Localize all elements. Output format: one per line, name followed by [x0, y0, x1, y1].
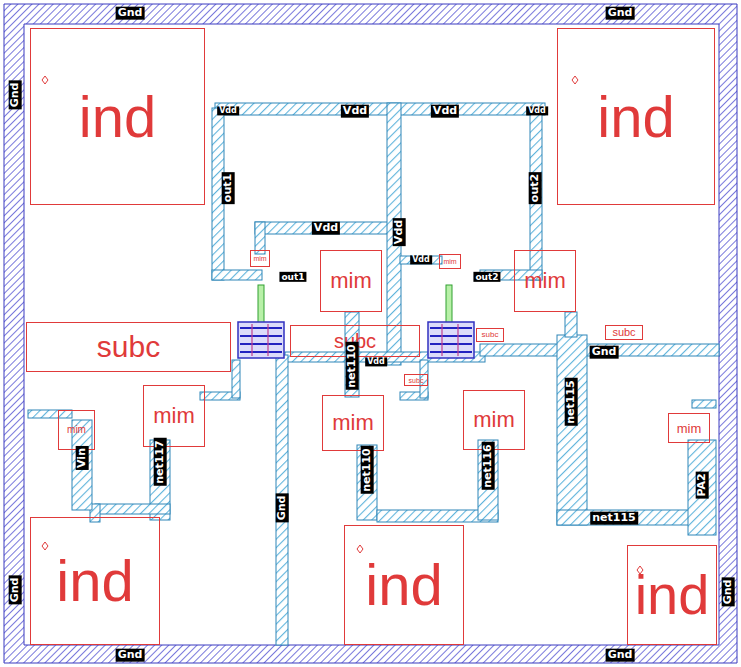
capacitor-box: mim: [514, 250, 576, 312]
component-label: mim: [524, 270, 566, 292]
capacitor-box: mim: [322, 395, 384, 451]
pin-label: Gnd: [606, 7, 635, 20]
metal-wire: [688, 440, 716, 535]
metal-wire: [357, 445, 377, 520]
component-label: ind: [56, 552, 133, 610]
capacitor-box: mim: [58, 410, 95, 450]
pin-label: Gnd: [116, 7, 145, 20]
component-label: mim: [443, 258, 456, 265]
pin-label: Gnd: [9, 81, 22, 110]
capacitor-box: mim: [320, 250, 382, 312]
metal-wire: [692, 400, 716, 408]
capacitor-box: mim: [439, 254, 461, 269]
pin-label: Gnd: [606, 649, 635, 662]
inductor-box: ind: [557, 28, 715, 205]
pin-label: net116: [482, 442, 495, 490]
pin-label: Vdd: [431, 105, 459, 118]
metal-wire: [557, 510, 702, 525]
metal-wire: [478, 440, 498, 520]
metal-wires: [28, 103, 719, 645]
pin-label: Vdd: [526, 106, 548, 115]
component-label: mim: [677, 422, 702, 435]
metal-wire: [565, 312, 577, 337]
component-label: subc: [482, 331, 499, 339]
pin-label: out2: [529, 172, 542, 204]
substrate-contact-box: subc: [26, 322, 231, 372]
component-label: mim: [253, 255, 266, 262]
substrate-contact-box: subc: [476, 328, 504, 342]
metal-wire: [400, 256, 442, 264]
pin-markers: [42, 76, 643, 574]
pin-label: Vdd: [312, 222, 340, 235]
pin-label: Vin: [76, 446, 89, 470]
capacitor-box: mim: [463, 390, 525, 450]
pin-label: Vdd: [341, 105, 369, 118]
pin-label: Vdd: [365, 357, 387, 366]
pin-label: out1: [279, 272, 306, 282]
guard-ring: [4, 4, 737, 663]
pin-label: PA2: [696, 471, 709, 498]
metal-wire: [276, 355, 288, 645]
component-label: ind: [365, 556, 442, 614]
metal-wire: [557, 335, 587, 525]
component-label: subc: [97, 332, 160, 362]
pin-label: out1: [222, 172, 235, 204]
component-label: mim: [332, 412, 374, 434]
capacitor-box: mim: [250, 250, 270, 267]
pin-label: Gnd: [722, 578, 735, 607]
pin-label: net110: [361, 446, 374, 494]
inductor-box: ind: [30, 28, 205, 205]
metal-wire: [255, 222, 402, 234]
metal-wire: [232, 360, 240, 398]
pin-label: Vdd: [410, 255, 432, 264]
component-label: ind: [597, 88, 674, 146]
pin-label: net115: [590, 512, 638, 525]
component-label: mim: [330, 270, 372, 292]
pin-label: Gnd: [276, 494, 289, 523]
substrate-contact-box: subc: [605, 325, 643, 340]
component-label: mim: [153, 405, 195, 427]
pin-label: net110: [346, 342, 359, 390]
inductor-box: ind: [627, 545, 717, 645]
pin-label: Vdd: [393, 218, 406, 246]
component-label: ind: [79, 88, 156, 146]
component-label: subc: [612, 327, 635, 338]
capacitor-box: mim: [668, 413, 710, 443]
metal-wire: [28, 410, 72, 418]
pin-label: Vdd: [217, 106, 239, 115]
pin-label: net117: [154, 438, 167, 486]
metal-wire: [215, 103, 545, 115]
component-label: mim: [473, 409, 515, 431]
pin-label: Gnd: [9, 576, 22, 605]
capacitor-box: mim: [143, 385, 205, 447]
component-label: ind: [635, 567, 710, 623]
pin-label: net115: [565, 378, 578, 426]
pin-label: out2: [473, 272, 500, 282]
component-label: mim: [67, 425, 86, 435]
component-label: subc: [409, 377, 424, 384]
metal-wire: [95, 504, 170, 514]
substrate-contact-box: subc: [404, 374, 428, 386]
metal-wire: [212, 270, 262, 280]
pin-label: Gnd: [116, 649, 145, 662]
inductor-box: ind: [30, 517, 160, 645]
pin-label: Gnd: [590, 346, 619, 359]
inductor-box: ind: [344, 525, 464, 645]
